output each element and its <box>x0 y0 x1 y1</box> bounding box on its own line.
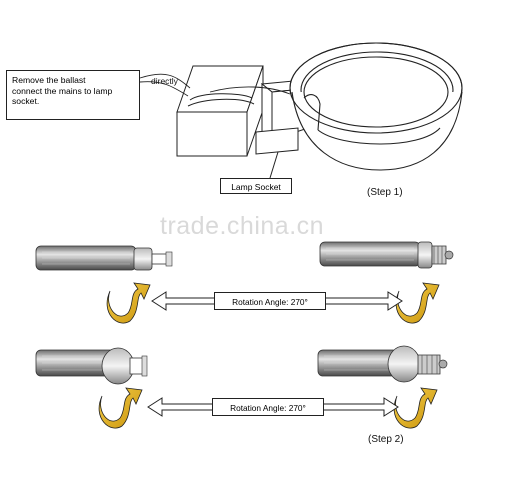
callout-line-2: connect the mains to lamp <box>12 85 113 96</box>
rotation-angle-label-2: Rotation Angle: 270° <box>212 398 324 416</box>
callout-trailing-text: directly <box>151 76 178 86</box>
light-fixture-bowl <box>289 42 463 171</box>
lamp-g24-row1 <box>35 245 173 271</box>
ballast-box <box>176 65 264 157</box>
lamp-socket-label: Lamp Socket <box>220 178 292 194</box>
rotation-arrow-2 <box>395 282 440 324</box>
step1-label: (Step 1) <box>367 187 403 198</box>
wires <box>139 73 291 97</box>
step2-label: (Step 2) <box>368 434 404 445</box>
callout-line-1: Remove the ballast <box>12 75 86 85</box>
lamp-g24-row2 <box>35 347 148 385</box>
rotation-arrow-3 <box>98 387 143 429</box>
rotation-arrow-4 <box>393 387 438 429</box>
callout-line-3: socket. <box>12 96 40 106</box>
rotation-arrow-1 <box>106 282 151 324</box>
ballast-callout: Remove the ballast connect the mains to … <box>6 70 140 120</box>
rotation-angle-label-1: Rotation Angle: 270° <box>214 292 326 310</box>
lamp-e27-row2 <box>317 345 448 383</box>
watermark: trade.china.cn <box>160 212 325 240</box>
lamp-e27-row1 <box>319 241 454 269</box>
